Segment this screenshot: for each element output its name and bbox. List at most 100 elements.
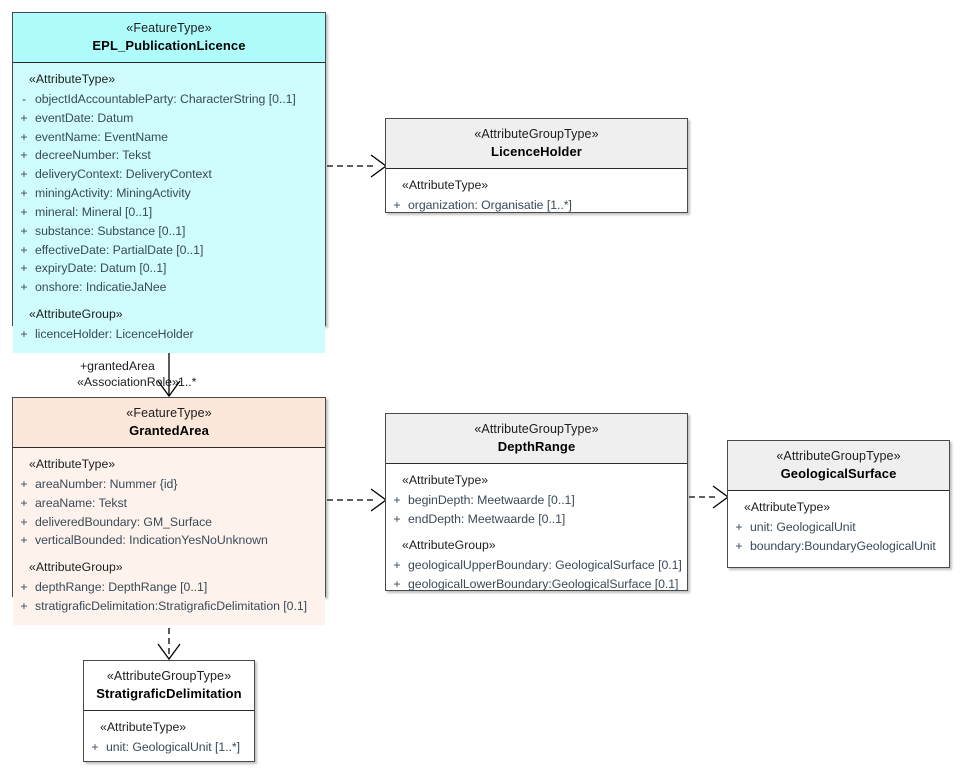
class-stereotype: «FeatureType» — [126, 406, 212, 420]
class-header: «FeatureType» EPL_PublicationLicence — [13, 13, 325, 63]
attribute-row: + boundary:BoundaryGeologicalUnit — [728, 537, 949, 556]
visibility-marker: + — [20, 167, 28, 182]
attribute-text: endDepth: Meetwaarde [0..1] — [408, 511, 566, 526]
attribute-row: + mineral: Mineral [0..1] — [13, 203, 325, 222]
attribute-text: expiryDate: Datum [0..1] — [35, 261, 167, 276]
group-label: «AttributeGroup» — [29, 306, 123, 321]
attribute-text: areaNumber: Nummer {id} — [35, 476, 178, 491]
visibility-marker: + — [20, 533, 28, 548]
attribute-text: substance: Substance [0..1] — [35, 223, 186, 238]
class-name: GrantedArea — [129, 422, 209, 438]
visibility-marker: + — [20, 495, 28, 510]
visibility-marker: + — [20, 580, 28, 595]
visibility-marker: + — [20, 280, 28, 295]
class-name: StratigraficDelimitation — [96, 685, 242, 701]
attribute-row: + substance: Substance [0..1] — [13, 222, 325, 241]
attribute-row: + endDepth: Meetwaarde [0..1] — [386, 510, 687, 529]
visibility-marker: + — [735, 519, 743, 534]
attribute-text: organization: Organisatie [1..*] — [408, 197, 572, 212]
attribute-row: + stratigraficDelimitation:StratigraficD… — [13, 597, 325, 616]
group-label: «AttributeGroup» — [29, 559, 123, 574]
visibility-marker: + — [393, 558, 401, 573]
attribute-text: unit: GeologicalUnit [1..*] — [106, 739, 240, 754]
visibility-marker: + — [20, 186, 28, 201]
visibility-marker: + — [91, 739, 99, 754]
class-header: «AttributeGroupType» LicenceHolder — [386, 119, 687, 169]
attribute-row: + expiryDate: Datum [0..1] — [13, 260, 325, 279]
visibility-marker: + — [20, 242, 28, 257]
attribute-text: effectiveDate: PartialDate [0..1] — [35, 242, 204, 257]
attribute-row: + verticalBounded: IndicationYesNoUnknow… — [13, 532, 325, 551]
class-stereotype: «AttributeGroupType» — [474, 422, 599, 436]
group-label: «AttributeType» — [29, 71, 116, 86]
visibility-marker: + — [20, 476, 28, 491]
class-box-epl-publicationlicence[interactable]: «FeatureType» EPL_PublicationLicence «At… — [12, 12, 326, 354]
connector-depthrange-to-geologicalsurface — [689, 485, 730, 509]
class-box-stratigraficdelimitation[interactable]: «AttributeGroupType» StratigraficDelimit… — [83, 660, 255, 762]
class-body: «AttributeType» + beginDepth: Meetwaarde… — [386, 464, 687, 604]
attribute-row: + deliveredBoundary: GM_Surface — [13, 513, 325, 532]
attribute-text: deliveryContext: DeliveryContext — [35, 167, 212, 182]
class-body: «AttributeType» + unit: GeologicalUnit [… — [84, 711, 254, 767]
connector-licence-to-licenceholder — [327, 154, 388, 178]
class-stereotype: «AttributeGroupType» — [106, 669, 232, 683]
attribute-row: + geologicalLowerBoundary:GeologicalSurf… — [386, 576, 687, 595]
attribute-row: + licenceHolder: LicenceHolder — [13, 325, 325, 344]
visibility-marker: + — [20, 129, 28, 144]
visibility-marker: + — [20, 223, 28, 238]
association-multiplicity-label: 1..* — [178, 375, 197, 389]
class-box-licenceholder[interactable]: «AttributeGroupType» LicenceHolder «Attr… — [385, 118, 688, 213]
association-stereotype-label: «AssociationRole» — [77, 375, 179, 389]
class-name: LicenceHolder — [491, 143, 582, 159]
attribute-text: eventDate: Datum — [35, 110, 134, 125]
attribute-row: + unit: GeologicalUnit [1..*] — [84, 738, 254, 757]
visibility-marker: + — [20, 326, 28, 341]
attribute-text: deliveredBoundary: GM_Surface — [35, 514, 212, 529]
class-body: «AttributeType» - objectIdAccountablePar… — [13, 62, 325, 354]
attribute-text: stratigraficDelimitation:StratigraficDel… — [35, 598, 307, 613]
class-header: «FeatureType» GrantedArea — [13, 398, 325, 448]
connector-grantedarea-to-depthrange — [327, 488, 388, 512]
attribute-row: + depthRange: DepthRange [0..1] — [13, 579, 325, 598]
group-label: «AttributeType» — [29, 456, 116, 471]
attribute-text: areaName: Tekst — [35, 495, 127, 510]
class-name: EPL_PublicationLicence — [92, 37, 246, 53]
attribute-text: geologicalLowerBoundary:GeologicalSurfac… — [408, 577, 679, 592]
group-label: «AttributeGroup» — [402, 538, 496, 553]
attribute-text: verticalBounded: IndicationYesNoUnknown — [35, 533, 268, 548]
attribute-row: + eventDate: Datum — [13, 109, 325, 128]
visibility-marker: + — [735, 538, 743, 553]
attribute-text: beginDepth: Meetwaarde [0..1] — [408, 492, 575, 507]
class-box-grantedarea[interactable]: «FeatureType» GrantedArea «AttributeType… — [12, 397, 326, 626]
visibility-marker: + — [20, 204, 28, 219]
attribute-row: - objectIdAccountableParty: CharacterStr… — [13, 90, 325, 109]
attribute-row: + decreeNumber: Tekst — [13, 147, 325, 166]
attribute-text: boundary:BoundaryGeologicalUnit — [750, 538, 936, 553]
attribute-row: + beginDepth: Meetwaarde [0..1] — [386, 491, 687, 510]
attribute-text: onshore: IndicatieJaNee — [35, 280, 167, 295]
association-role-label: +grantedArea — [80, 359, 155, 373]
class-stereotype: «AttributeGroupType» — [776, 449, 901, 463]
class-header: «AttributeGroupType» DepthRange — [386, 414, 687, 464]
class-box-geologicalsurface[interactable]: «AttributeGroupType» GeologicalSurface «… — [727, 440, 950, 568]
class-header: «AttributeGroupType» GeologicalSurface — [728, 441, 949, 491]
attribute-row: + eventName: EventName — [13, 128, 325, 147]
visibility-marker: - — [21, 91, 27, 106]
attribute-row: + organization: Organisatie [1..*] — [386, 196, 687, 215]
group-label: «AttributeType» — [744, 499, 831, 514]
attribute-text: objectIdAccountableParty: CharacterStrin… — [35, 91, 296, 106]
visibility-marker: + — [20, 514, 28, 529]
class-box-depthrange[interactable]: «AttributeGroupType» DepthRange «Attribu… — [385, 413, 688, 591]
attribute-text: miningActivity: MiningActivity — [35, 186, 191, 201]
attribute-row: + unit: GeologicalUnit — [728, 518, 949, 537]
visibility-marker: + — [20, 598, 28, 613]
attribute-row: + areaName: Tekst — [13, 494, 325, 513]
class-name: DepthRange — [497, 438, 576, 454]
attribute-row: + geologicalUpperBoundary: GeologicalSur… — [386, 557, 687, 576]
visibility-marker: + — [20, 261, 28, 276]
class-stereotype: «AttributeGroupType» — [474, 127, 599, 141]
group-label: «AttributeType» — [402, 472, 489, 487]
attribute-row: + effectiveDate: PartialDate [0..1] — [13, 241, 325, 260]
class-header: «AttributeGroupType» StratigraficDelimit… — [84, 661, 254, 711]
